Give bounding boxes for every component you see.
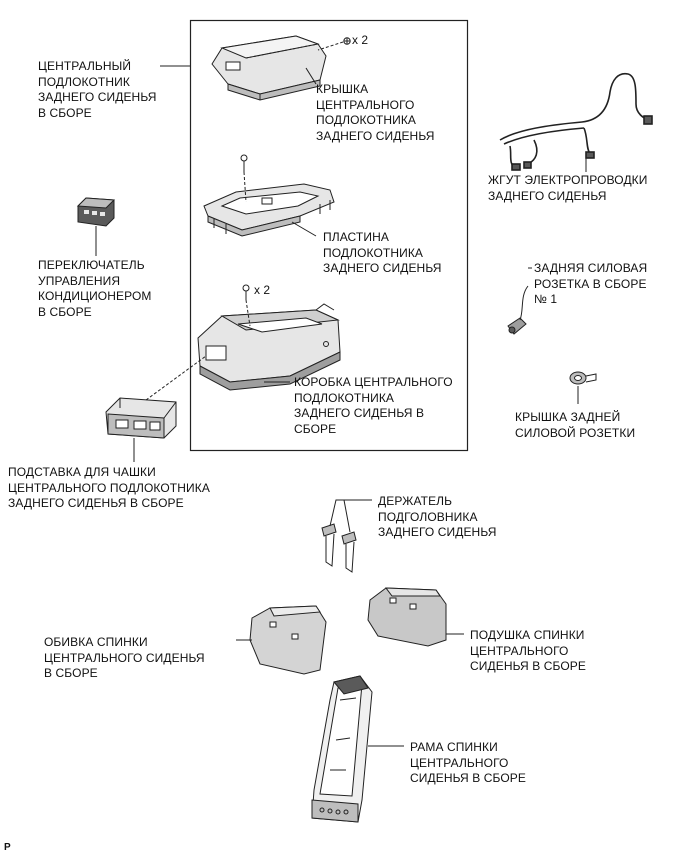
armrest-cover-part	[211, 35, 327, 101]
label-line: ПОДЛОКОТНИКА	[323, 245, 424, 260]
label-line: ПОДЛОКОТНИК	[38, 74, 130, 89]
label-line: ПОДГОЛОВНИКА	[378, 509, 478, 524]
armrest-assembly-frame	[189, 19, 469, 452]
label-line: КРЫШКА ЗАДНЕЙ	[515, 410, 621, 424]
label-line: ЗАДНЕГО СИДЕНЬЯ В	[294, 406, 425, 420]
power-outlet-part	[507, 285, 529, 335]
label-line: ЗАДНЕГО СИДЕНЬЯ	[323, 261, 442, 275]
headrest-holder-part	[321, 523, 357, 573]
label-line: СИДЕНЬЯ В СБОРЕ	[410, 771, 527, 785]
label-line: ПОДУШКА СПИНКИ	[470, 628, 585, 642]
label-line: СИЛОВОЙ РОЗЕТКИ	[515, 425, 636, 440]
seatback-cover-part	[249, 605, 327, 675]
leader-armrest-plate	[291, 221, 317, 237]
label-line: ЗАДНЕГО СИДЕНЬЯ В СБОРЕ	[8, 496, 184, 510]
cover-screw-leader	[317, 41, 344, 51]
leader-headrest-holder	[329, 499, 372, 533]
label-line: РАМА СПИНКИ	[410, 740, 498, 754]
label-line: ЗАДНЕГО СИДЕНЬЯ	[316, 128, 435, 143]
label-line: ДЕРЖАТЕЛЬ	[378, 494, 453, 508]
plate-screw-icon	[240, 154, 248, 172]
label-line: ЦЕНТРАЛЬНОГО ПОДЛОКОТНИКА	[8, 480, 210, 495]
label-line: РОЗЕТКА В СБОРЕ	[534, 276, 647, 291]
label-line: КОНДИЦИОНЕРОМ	[38, 289, 152, 303]
cover-screws-quantity: x 2	[352, 33, 369, 47]
label-line: ПЛАСТИНА	[323, 230, 389, 244]
label-line: КРЫШКА	[316, 82, 369, 96]
seatback-pad-part	[367, 587, 447, 647]
label-line: ЦЕНТРАЛЬНОГО	[410, 755, 509, 770]
figure-marker: P	[4, 842, 11, 853]
box-screws-quantity: x 2	[254, 283, 271, 297]
cover-screw-icon	[343, 37, 351, 45]
box-screw-leader	[245, 299, 251, 327]
leader-armrest-cover	[305, 67, 317, 85]
label-line: ПОДЛОКОТНИКА	[294, 390, 395, 405]
outlet-cover-part	[569, 371, 597, 385]
label-line: ЗАДНЕГО СИДЕНЬЯ	[488, 188, 607, 203]
armrest-plate-part	[203, 183, 335, 237]
ac-switch-part	[76, 197, 116, 227]
label-line: ЗАДНЯЯ СИЛОВАЯ	[534, 261, 648, 275]
cup-holder-leader	[145, 355, 207, 401]
seatback-frame-part	[311, 675, 373, 823]
label-line: В СБОРЕ	[38, 105, 92, 120]
label-line: СБОРЕ	[294, 421, 337, 436]
label-line: УПРАВЛЕНИЯ	[38, 273, 121, 288]
label-line: ПОДЛОКОТНИКА	[316, 113, 417, 127]
label-line: В СБОРЕ	[38, 304, 92, 319]
label-line: ЦЕНТРАЛЬНЫЙ	[38, 59, 132, 73]
label-line: ОБИВКА СПИНКИ	[44, 635, 148, 649]
label-line: СИДЕНЬЯ В СБОРЕ	[470, 659, 587, 673]
box-screw-icon	[242, 284, 250, 300]
cup-holder-part	[105, 397, 177, 439]
wire-harness-part	[499, 72, 653, 171]
label-line: КОРОБКА ЦЕНТРАЛЬНОГО	[294, 375, 453, 389]
label-line: ЖГУТ ЭЛЕКТРОПРОВОДКИ	[488, 173, 648, 187]
plate-screw-leader	[243, 171, 247, 203]
label-line: ЦЕНТРАЛЬНОГО	[470, 643, 569, 658]
label-line: ЗАДНЕГО СИДЕНЬЯ	[378, 525, 497, 539]
label-line: ЦЕНТРАЛЬНОГО СИДЕНЬЯ	[44, 650, 205, 665]
label-line: ПЕРЕКЛЮЧАТЕЛЬ	[38, 258, 145, 272]
label-line: В СБОРЕ	[44, 666, 98, 680]
label-line: ПОДСТАВКА ДЛЯ ЧАШКИ	[8, 465, 156, 479]
label-line: ЗАДНЕГО СИДЕНЬЯ	[38, 90, 157, 104]
label-line: ЦЕНТРАЛЬНОГО	[316, 97, 415, 112]
label-line: № 1	[534, 292, 558, 306]
